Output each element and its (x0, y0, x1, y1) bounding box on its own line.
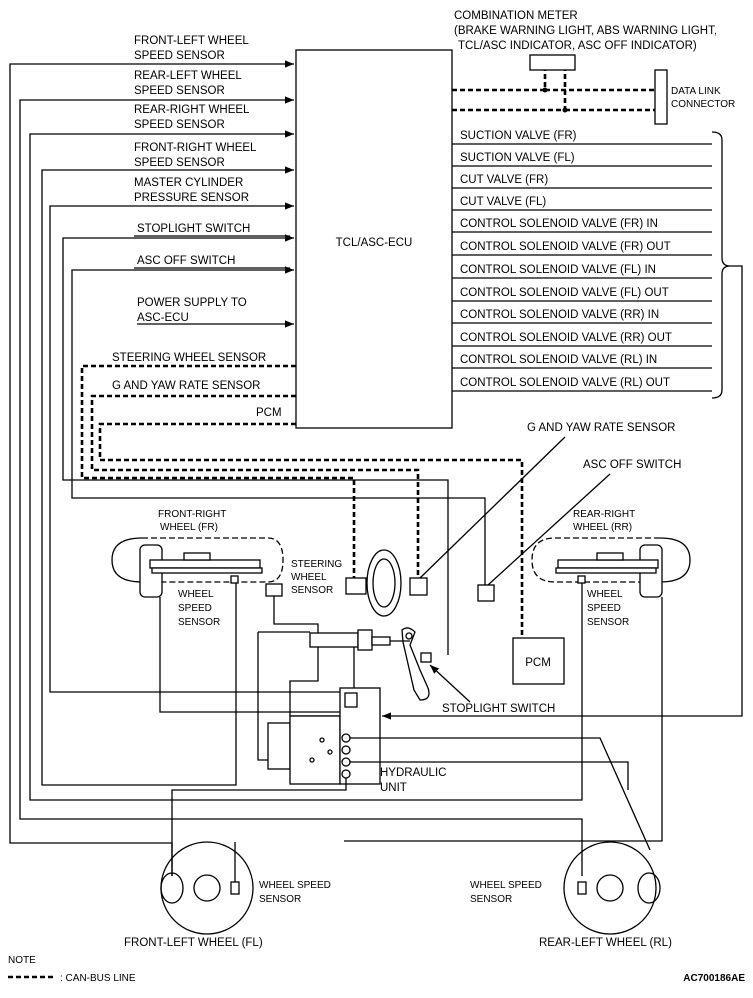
hydraulic-unit-line2: UNIT (380, 782, 407, 794)
g-yaw-rate-sensor: G AND YAW RATE SENSOR (409, 422, 675, 596)
pcm-module: PCM (512, 637, 565, 685)
input-label-master-cylinder-1: MASTER CYLINDER (134, 177, 243, 189)
input-label-fr-wheel-sensor-2: SPEED SENSOR (134, 157, 225, 169)
meter-title: COMBINATION METER (454, 10, 578, 22)
steering-sensor-line3: SENSOR (291, 585, 333, 596)
input-label-stoplight-switch: STOPLIGHT SWITCH (137, 223, 250, 235)
can-label-steering-sensor: STEERING WHEEL SENSOR (112, 352, 266, 364)
input-label-power-supply-2: ASC-ECU (137, 312, 189, 324)
can-bus-lines (80, 70, 655, 638)
hydraulic-unit-line1: HYDRAULIC (380, 767, 446, 779)
output-label-sol-fr-out: CONTROL SOLENOID VALVE (FR) OUT (460, 241, 671, 253)
output-label-sol-rl-out: CONTROL SOLENOID VALVE (RL) OUT (460, 377, 670, 389)
input-label-rr-wheel-sensor-1: REAR-RIGHT WHEEL (134, 104, 250, 116)
note-title: NOTE (8, 955, 36, 966)
fr-sensor-line2: SPEED (178, 603, 212, 614)
asc-off-switch-label: ASC OFF SWITCH (583, 459, 681, 471)
fl-sensor-line1: WHEEL SPEED (259, 880, 331, 891)
can-label-g-yaw-sensor: G AND YAW RATE SENSOR (112, 380, 260, 392)
rr-wheel-line2: WHEEL (RR) (573, 522, 632, 533)
output-label-sol-fl-in: CONTROL SOLENOID VALVE (FL) IN (460, 264, 656, 276)
output-label-suction-fl: SUCTION VALVE (FL) (460, 152, 575, 164)
output-label-sol-rr-in: CONTROL SOLENOID VALVE (RR) IN (460, 309, 659, 321)
hydraulic-unit: HYDRAULIC UNIT (171, 687, 651, 876)
stoplight-switch-assembly: STOPLIGHT SWITCH (401, 627, 555, 715)
rl-sensor-line1: WHEEL SPEED (470, 880, 542, 891)
input-label-rr-wheel-sensor-2: SPEED SENSOR (134, 119, 225, 131)
output-label-sol-fl-out: CONTROL SOLENOID VALVE (FL) OUT (460, 287, 669, 299)
rr-sensor-line2: SPEED (587, 603, 621, 614)
meter-line1: (BRAKE WARNING LIGHT, ABS WARNING LIGHT, (454, 25, 717, 37)
fr-sensor-line1: WHEEL (178, 589, 214, 600)
input-label-fr-wheel-sensor-1: FRONT-RIGHT WHEEL (134, 142, 257, 154)
input-label-master-cylinder-2: PRESSURE SENSOR (134, 192, 249, 204)
input-label-asc-off-switch: ASC OFF SWITCH (137, 255, 235, 267)
fl-wheel-label: FRONT-LEFT WHEEL (FL) (124, 937, 263, 949)
fr-wheel-line1: FRONT-RIGHT (158, 509, 226, 520)
input-label-fl-wheel-sensor-1: FRONT-LEFT WHEEL (134, 35, 249, 47)
fr-wheel-line2: WHEEL (FR) (160, 522, 218, 533)
rear-left-wheel: WHEEL SPEED SENSOR REAR-LEFT WHEEL (RL) (470, 841, 672, 949)
rear-right-wheel: REAR-RIGHT WHEEL (RR) WHEEL SPEED SENSOR (344, 509, 691, 842)
rl-sensor-line2: SENSOR (470, 894, 512, 905)
output-lines (382, 131, 743, 720)
rl-wheel-label: REAR-LEFT WHEEL (RL) (539, 937, 672, 949)
ecu-label: TCL/ASC-ECU (336, 237, 413, 249)
steering-wheel-sensor: STEERING WHEEL SENSOR (291, 549, 402, 617)
data-link-line2: CONNECTOR (671, 99, 735, 110)
output-label-sol-fr-in: CONTROL SOLENOID VALVE (FR) IN (460, 218, 658, 230)
rr-sensor-line1: WHEEL (587, 589, 623, 600)
front-right-wheel: FRONT-RIGHT WHEEL (FR) WHEEL SPEED SENSO… (111, 509, 340, 713)
stoplight-switch-label: STOPLIGHT SWITCH (442, 703, 555, 715)
input-label-fl-wheel-sensor-2: SPEED SENSOR (134, 50, 225, 62)
can-label-pcm: PCM (256, 407, 282, 419)
tcl-asc-ecu: TCL/ASC-ECU (295, 49, 453, 429)
input-label-rl-wheel-sensor-2: SPEED SENSOR (134, 85, 225, 97)
figure-id: AC700186AE (683, 973, 745, 984)
rr-wheel-line1: REAR-RIGHT (573, 509, 635, 520)
input-label-power-supply-1: POWER SUPPLY TO (137, 297, 247, 309)
front-left-wheel: WHEEL SPEED SENSOR FRONT-LEFT WHEEL (FL) (124, 841, 331, 949)
fl-sensor-line2: SENSOR (259, 894, 301, 905)
output-label-cut-fl: CUT VALVE (FL) (460, 196, 546, 208)
output-label-cut-fr: CUT VALVE (FR) (460, 174, 548, 186)
combination-meter: COMBINATION METER (BRAKE WARNING LIGHT, … (454, 10, 717, 71)
input-label-rl-wheel-sensor-1: REAR-LEFT WHEEL (134, 70, 242, 82)
meter-line2: TCL/ASC INDICATOR, ASC OFF INDICATOR) (458, 40, 697, 52)
g-yaw-sensor-label: G AND YAW RATE SENSOR (527, 422, 675, 434)
label-leaders (134, 235, 290, 269)
steering-sensor-line2: WHEEL (291, 572, 327, 583)
data-link-line1: DATA LINK (671, 86, 721, 97)
steering-sensor-line1: STEERING (291, 559, 342, 570)
output-label-sol-rl-in: CONTROL SOLENOID VALVE (RL) IN (460, 354, 657, 366)
note-legend: : CAN-BUS LINE (60, 973, 136, 984)
legend-note: NOTE : CAN-BUS LINE AC700186AE (8, 955, 745, 984)
asc-off-switch: ASC OFF SWITCH (477, 459, 681, 602)
input-labels: FRONT-LEFT WHEEL SPEED SENSOR REAR-LEFT … (112, 35, 282, 419)
rr-sensor-line3: SENSOR (587, 617, 629, 628)
output-label-sol-rr-out: CONTROL SOLENOID VALVE (RR) OUT (460, 332, 672, 344)
fr-sensor-line3: SENSOR (178, 617, 220, 628)
output-labels: SUCTION VALVE (FR) SUCTION VALVE (FL) CU… (460, 130, 672, 389)
pcm-label: PCM (525, 657, 551, 669)
data-link-connector: DATA LINK CONNECTOR (654, 69, 735, 125)
output-label-suction-fr: SUCTION VALVE (FR) (460, 130, 577, 142)
